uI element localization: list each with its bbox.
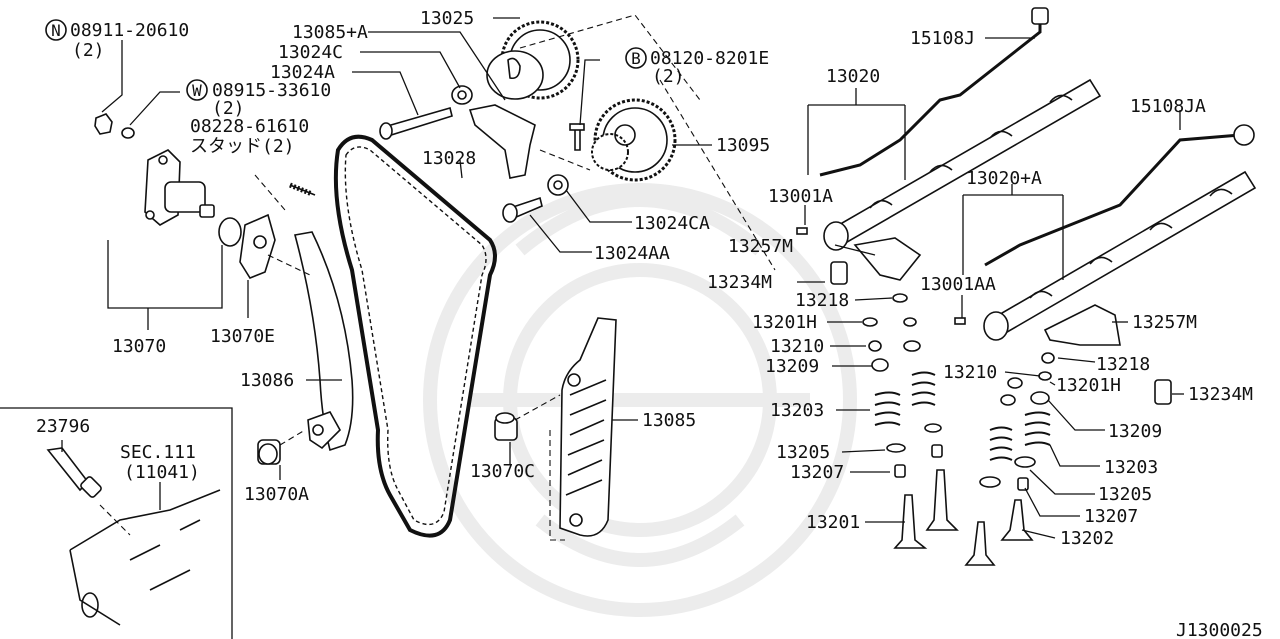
timing-bracket <box>468 104 591 179</box>
oil-pipe-15108ja <box>984 124 1255 267</box>
leader-lines <box>61 17 1184 539</box>
label-13205-a: 13205 <box>776 442 830 463</box>
badge-n: N <box>45 19 67 41</box>
label-13210-a: 13210 <box>770 336 824 357</box>
label-15108ja: 15108JA <box>1130 96 1206 117</box>
chain-guide-13086 <box>294 231 354 452</box>
label-13201h-a: 13201H <box>752 312 817 333</box>
watermark-emblem <box>423 183 857 617</box>
label-13201h-b: 13201H <box>1056 375 1121 396</box>
camshaft-sprocket-13095 <box>591 98 677 182</box>
label-b-bolt-qty: (2) <box>652 66 685 87</box>
label-13001a: 13001A <box>768 186 833 207</box>
label-13201: 13201 <box>806 512 860 533</box>
label-13070c: 13070C <box>470 461 535 482</box>
assembly-line-a <box>519 14 776 271</box>
dowel-pin-13001a <box>796 227 808 235</box>
label-13209-b: 13209 <box>1108 421 1162 442</box>
label-13218-b: 13218 <box>1096 354 1150 375</box>
label-stud: 08228-61610 <box>190 116 309 137</box>
label-13024a: 13024A <box>270 62 335 83</box>
stud <box>289 182 316 197</box>
label-n-bolt-qty: (2) <box>72 40 105 61</box>
badge-b: B <box>625 47 647 69</box>
gasket-13070e <box>239 174 311 279</box>
label-13207-a: 13207 <box>790 462 844 483</box>
label-13024c: 13024C <box>278 42 343 63</box>
badge-n-letter: N <box>51 21 61 40</box>
washer-13024ca <box>547 174 569 196</box>
lash-adjuster-13234m-b <box>1154 379 1172 405</box>
bolt-08911 <box>94 113 113 135</box>
camshaft-sprocket-13025 <box>486 20 580 100</box>
label-13086: 13086 <box>240 370 294 391</box>
label-13020: 13020 <box>826 66 880 87</box>
plug-13070a <box>257 429 306 465</box>
bolt-13024aa <box>502 196 543 223</box>
label-w-washer-qty: (2) <box>212 98 245 119</box>
valve-train-right <box>964 352 1055 566</box>
label-13070a: 13070A <box>244 484 309 505</box>
label-w-washer: 08915-33610 <box>212 80 331 101</box>
label-13028: 13028 <box>422 148 476 169</box>
label-13210-b: 13210 <box>943 362 997 383</box>
label-stud-note: スタッド(2) <box>190 136 295 157</box>
badge-w-letter: W <box>192 81 202 100</box>
label-13234m-b: 13234M <box>1188 384 1253 405</box>
label-13024aa: 13024AA <box>594 243 670 264</box>
label-13085a: 13085+A <box>292 22 368 43</box>
label-13070: 13070 <box>112 336 166 357</box>
label-13203-a: 13203 <box>770 400 824 421</box>
label-13207-b: 13207 <box>1084 506 1138 527</box>
chain-tensioner-13070 <box>144 149 242 247</box>
rocker-arm-13257m-b <box>1043 304 1121 346</box>
label-15108j: 15108J <box>910 28 975 49</box>
label-13203-b: 13203 <box>1104 457 1158 478</box>
diagram-code: J1300025 <box>1176 620 1263 639</box>
label-sec: SEC.111 <box>120 442 196 463</box>
tensioner-arm-13085 <box>559 317 617 537</box>
label-13257m-a: 13257M <box>728 236 793 257</box>
label-13095: 13095 <box>716 135 770 156</box>
label-13025: 13025 <box>420 8 474 29</box>
inset-section <box>0 407 233 639</box>
washer-13024c <box>451 85 473 105</box>
camshaft-13020 <box>823 78 1102 251</box>
washer-08915 <box>121 127 135 139</box>
label-13202: 13202 <box>1060 528 1114 549</box>
oil-pipe-15108j <box>819 7 1049 177</box>
label-sec-ref: (11041) <box>124 462 200 483</box>
rocker-arm-13257m-a <box>853 237 922 281</box>
label-13020a: 13020+A <box>966 168 1042 189</box>
bolt-13070c <box>494 394 565 541</box>
camshaft-13020a <box>983 170 1257 341</box>
badge-w: W <box>186 79 208 101</box>
dowel-pin-13001aa <box>954 317 966 325</box>
bolt-08120 <box>569 123 585 151</box>
label-13209-a: 13209 <box>765 356 819 377</box>
label-n-bolt: 08911-20610 <box>70 20 189 41</box>
label-b-bolt: 08120-8201E <box>650 48 769 69</box>
valve-train-left <box>862 293 959 549</box>
label-13205-b: 13205 <box>1098 484 1152 505</box>
label-13070e: 13070E <box>210 326 275 347</box>
label-13257m-b: 13257M <box>1132 312 1197 333</box>
label-23796: 23796 <box>36 416 90 437</box>
badge-b-letter: B <box>631 49 641 68</box>
bolt-13024a <box>379 107 453 140</box>
timing-chain-13028 <box>333 134 497 538</box>
lash-adjuster-13234m-a <box>830 261 848 285</box>
label-13024ca: 13024CA <box>634 213 710 234</box>
label-13218-a: 13218 <box>795 290 849 311</box>
label-13085: 13085 <box>642 410 696 431</box>
label-13001aa: 13001AA <box>920 274 996 295</box>
label-13234m-a: 13234M <box>707 272 772 293</box>
